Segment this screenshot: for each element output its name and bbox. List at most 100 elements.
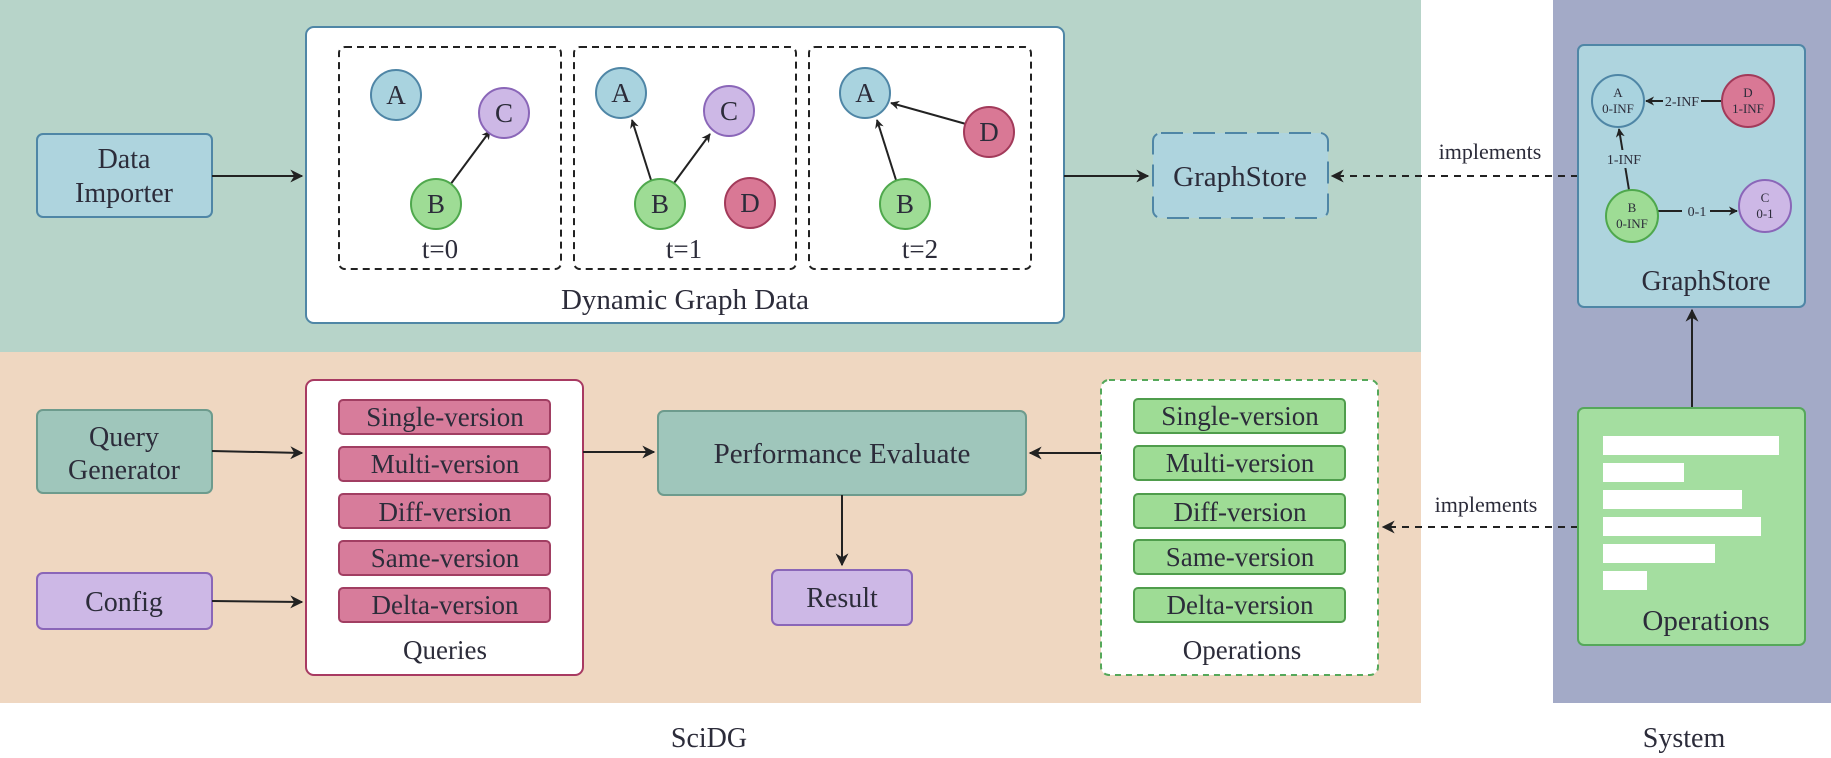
data-importer-label-line2: Importer — [75, 178, 174, 209]
svg-text:C: C — [495, 98, 513, 128]
node-b: B 0-INF — [1605, 189, 1659, 243]
node-c: C — [478, 87, 530, 139]
node-c: C — [703, 85, 755, 137]
node-c: C 0-1 — [1738, 179, 1792, 233]
svg-text:Delta-version: Delta-version — [372, 590, 519, 620]
snapshot-t2: A D B t=2 — [808, 46, 1032, 270]
graphstore-label: GraphStore — [1173, 161, 1307, 193]
system-operations-title: Operations — [1642, 605, 1769, 637]
svg-text:D: D — [740, 188, 760, 218]
svg-text:C: C — [720, 96, 738, 126]
data-importer-box[interactable]: Data Importer — [36, 133, 213, 218]
operations-title: Operations — [1183, 635, 1301, 665]
code-line-placeholder — [1603, 436, 1779, 455]
svg-text:B: B — [651, 189, 669, 219]
query-tag-delta-version[interactable]: Delta-version — [338, 587, 551, 623]
svg-text:B: B — [427, 189, 445, 219]
edge-b-a — [875, 119, 897, 181]
operation-tag-same-version[interactable]: Same-version — [1133, 539, 1346, 575]
config-box[interactable]: Config — [36, 572, 213, 630]
svg-text:A: A — [1613, 85, 1623, 100]
operation-tag-single-version[interactable]: Single-version — [1133, 398, 1346, 434]
performance-evaluate-box[interactable]: Performance Evaluate — [657, 410, 1027, 496]
svg-text:B: B — [896, 189, 914, 219]
queries-panel: Single-version Multi-version Diff-versio… — [305, 379, 584, 676]
operation-tag-diff-version[interactable]: Diff-version — [1133, 493, 1346, 529]
query-generator-label-line1: Query — [89, 422, 159, 453]
code-line-placeholder — [1603, 463, 1684, 482]
svg-text:1-INF: 1-INF — [1732, 101, 1764, 116]
config-label: Config — [85, 587, 163, 618]
node-a: A 0-INF — [1591, 74, 1645, 128]
system-graphstore-title: GraphStore — [1641, 266, 1770, 297]
scidg-region-label: SciDG — [671, 723, 747, 754]
node-a: A — [595, 67, 647, 119]
node-b: B — [634, 178, 686, 230]
implements-label-top: implements — [1439, 139, 1542, 164]
edge-b-a — [630, 119, 652, 181]
code-line-placeholder — [1603, 517, 1761, 536]
node-d: D 1-INF — [1721, 74, 1775, 128]
svg-text:Multi-version: Multi-version — [1166, 448, 1315, 478]
code-line-placeholder — [1603, 571, 1647, 590]
edge-b-c — [449, 130, 491, 186]
edge-label-b-c: 0-1 — [1688, 205, 1707, 220]
query-generator-label-line2: Generator — [68, 455, 181, 486]
svg-text:Single-version: Single-version — [366, 402, 524, 432]
system-region-label: System — [1643, 723, 1726, 754]
operation-tag-multi-version[interactable]: Multi-version — [1133, 445, 1346, 481]
implements-label-bottom: implements — [1435, 492, 1538, 517]
node-b: B — [879, 178, 931, 230]
svg-text:0-INF: 0-INF — [1602, 101, 1634, 116]
svg-text:Same-version: Same-version — [1166, 542, 1315, 572]
query-tag-same-version[interactable]: Same-version — [338, 540, 551, 576]
node-b: B — [410, 178, 462, 230]
operations-panel: Single-version Multi-version Diff-versio… — [1100, 379, 1379, 676]
operation-tag-delta-version[interactable]: Delta-version — [1133, 587, 1346, 623]
svg-text:C: C — [1761, 190, 1770, 205]
query-tag-multi-version[interactable]: Multi-version — [338, 446, 551, 482]
graphstore-box[interactable]: GraphStore — [1152, 132, 1329, 219]
query-tag-diff-version[interactable]: Diff-version — [338, 493, 551, 529]
svg-text:Same-version: Same-version — [371, 543, 520, 573]
system-operations-panel[interactable]: Operations — [1577, 407, 1806, 646]
node-a: A — [839, 67, 891, 119]
snapshot-t1: A C B D t=1 — [573, 46, 797, 270]
svg-text:Multi-version: Multi-version — [371, 449, 520, 479]
snapshot-label: t=0 — [422, 234, 458, 264]
node-d: D — [963, 106, 1015, 158]
snapshot-t0: A C B t=0 — [338, 46, 562, 270]
code-line-placeholder — [1603, 544, 1715, 563]
svg-text:Diff-version: Diff-version — [379, 497, 512, 527]
queries-title: Queries — [403, 635, 487, 665]
system-graphstore-panel[interactable]: 2-INF 1-INF 0-1 A 0-INF D 1-INF B 0-INF … — [1577, 44, 1806, 308]
svg-text:B: B — [1628, 200, 1637, 215]
svg-text:A: A — [855, 78, 875, 108]
edge-label-d-a: 2-INF — [1665, 95, 1699, 110]
snapshot-label: t=2 — [902, 234, 938, 264]
dynamic-graph-title: Dynamic Graph Data — [561, 284, 809, 316]
query-tag-single-version[interactable]: Single-version — [338, 399, 551, 435]
dynamic-graph-panel: Dynamic Graph Data A C B t=0 — [305, 26, 1065, 324]
performance-evaluate-label: Performance Evaluate — [714, 438, 971, 470]
query-generator-box[interactable]: Query Generator — [36, 409, 213, 494]
edge-b-c — [673, 133, 711, 184]
svg-text:A: A — [611, 78, 631, 108]
result-box[interactable]: Result — [771, 569, 913, 626]
svg-text:A: A — [386, 80, 406, 110]
svg-text:Single-version: Single-version — [1161, 401, 1319, 431]
data-importer-label-line1: Data — [98, 144, 151, 175]
arrow-querygen-to-queries — [211, 446, 304, 460]
svg-text:Diff-version: Diff-version — [1174, 497, 1307, 527]
arrow-config-to-queries — [211, 595, 304, 609]
result-label: Result — [806, 583, 878, 614]
edge-label-b-a: 1-INF — [1607, 153, 1641, 168]
svg-text:0-INF: 0-INF — [1616, 216, 1648, 231]
svg-text:0-1: 0-1 — [1756, 206, 1773, 221]
svg-text:Delta-version: Delta-version — [1167, 590, 1314, 620]
snapshot-label: t=1 — [666, 234, 702, 264]
edge-d-a — [890, 100, 967, 125]
node-a: A — [370, 69, 422, 121]
